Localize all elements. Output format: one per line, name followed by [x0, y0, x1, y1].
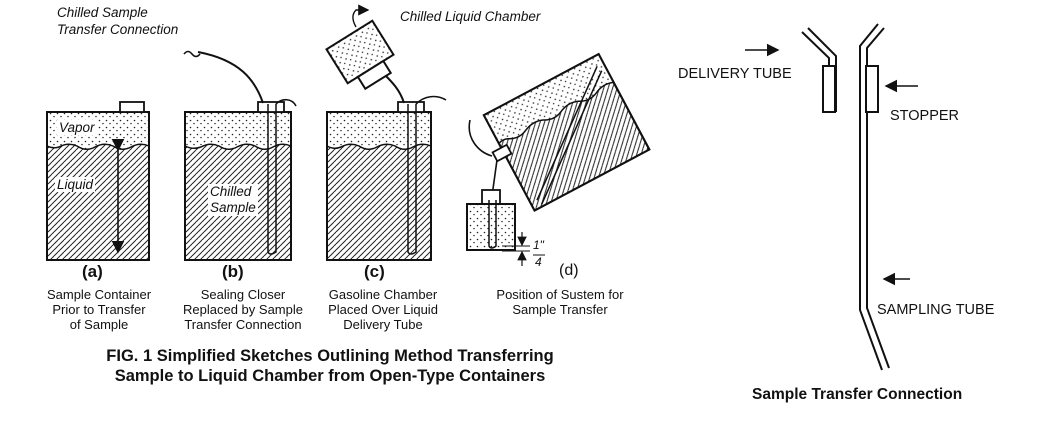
- panel-b-letter: (b): [222, 262, 244, 281]
- caption-line: Transfer Connection: [184, 317, 302, 332]
- vapor-label: Vapor: [57, 120, 97, 135]
- figure-caption-line-2: Sample to Liquid Chamber from Open-Type …: [114, 367, 546, 385]
- quarter-inch-denominator: 4: [535, 255, 542, 269]
- panel-c-letter: (c): [364, 262, 385, 281]
- transfer-connection-callout: Chilled Sample Transfer Connection: [57, 4, 178, 38]
- caption-line: Replaced by Sample: [183, 302, 303, 317]
- sample-transfer-connection-caption: Sample Transfer Connection: [752, 386, 963, 403]
- figure-caption-line-1: FIG. 1 Simplified Sketches Outlining Met…: [106, 347, 554, 365]
- caption-line: of Sample: [69, 317, 129, 332]
- panel-d-letter: (d): [559, 262, 579, 279]
- chilled-sample-line-1: Chilled: [210, 184, 252, 199]
- delivery-tube-label: DELIVERY TUBE: [678, 66, 792, 82]
- panel-c-caption: Gasoline Chamber Placed Over Liquid Deli…: [316, 287, 450, 332]
- panel-d-caption: Position of Sustem for Sample Transfer: [480, 287, 640, 317]
- panel-a-letter: (a): [82, 262, 103, 281]
- caption-line: Sealing Closer: [200, 287, 286, 302]
- chilled-sample-label: Chilled Sample: [208, 184, 258, 216]
- container-b: [183, 50, 297, 261]
- callout-line-1: Chilled Sample: [57, 5, 148, 20]
- panel-b-caption: Sealing Closer Replaced by Sample Transf…: [176, 287, 310, 332]
- liquid-label: Liquid: [55, 177, 96, 192]
- container-d: [466, 52, 651, 266]
- caption-line: Sample Transfer: [512, 302, 608, 317]
- stopper-label: STOPPER: [890, 108, 960, 124]
- liquid-chamber-callout: Chilled Liquid Chamber: [400, 9, 541, 24]
- callout-line-2: Transfer Connection: [57, 22, 179, 37]
- chilled-sample-line-2: Sample: [210, 200, 256, 215]
- sampling-tube-label: SAMPLING TUBE: [877, 302, 995, 318]
- transfer-connection-drawing: [745, 23, 918, 371]
- caption-line: Placed Over Liquid: [328, 302, 438, 317]
- figure-caption: FIG. 1 Simplified Sketches Outlining Met…: [40, 346, 620, 386]
- caption-line: Gasoline Chamber: [328, 287, 438, 302]
- caption-line: Prior to Transfer: [52, 302, 146, 317]
- panel-a-caption: Sample Container Prior to Transfer of Sa…: [35, 287, 163, 332]
- caption-line: Position of Sustem for: [496, 287, 624, 302]
- container-c: [325, 4, 447, 261]
- caption-line: Sample Container: [46, 287, 152, 302]
- caption-line: Delivery Tube: [343, 317, 423, 332]
- quarter-inch-numerator: 1": [533, 238, 544, 252]
